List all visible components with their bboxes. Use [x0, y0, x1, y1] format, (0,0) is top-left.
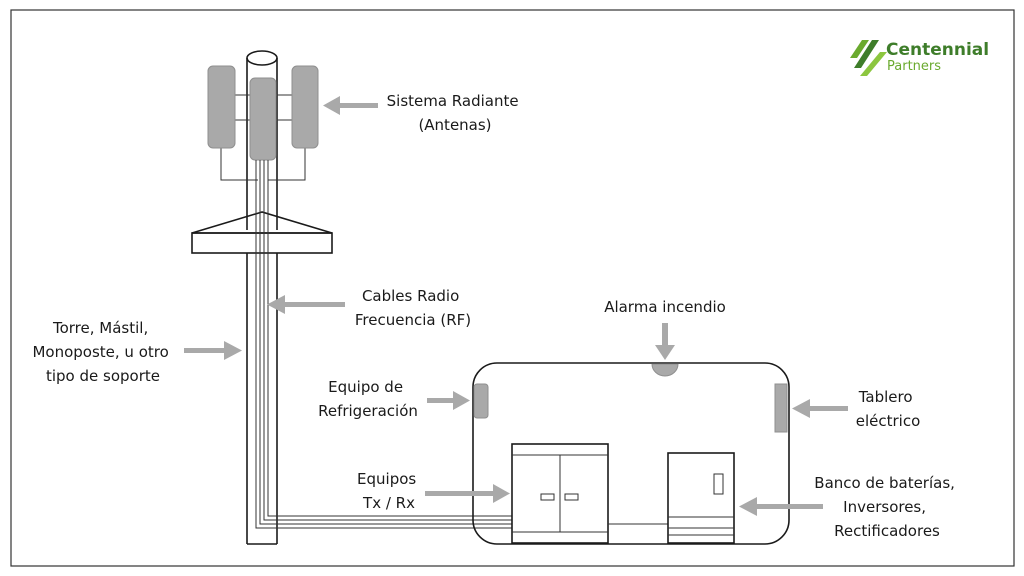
label-antennas-line1: Sistema Radiante	[387, 92, 519, 110]
battery-cabinet	[667, 452, 735, 544]
equipment-shelter	[472, 362, 790, 545]
arrow-cooling	[427, 391, 470, 410]
label-fire-alarm-line1: Alarma incendio	[604, 298, 726, 316]
txrx-cabinet	[511, 443, 609, 544]
antenna-center	[249, 77, 277, 161]
cooling-unit	[473, 383, 489, 419]
label-batteries-line2: Inversores,	[843, 498, 926, 516]
cabinet-handle-right	[564, 493, 579, 501]
arrow-fire-alarm	[655, 323, 675, 360]
logo-name: Centennial	[886, 40, 989, 60]
label-cooling: Equipo de Refrigeración	[318, 378, 418, 420]
electrical-panel	[774, 383, 788, 433]
logo-mark-icon	[850, 40, 887, 76]
centennial-partners-logo: Centennial Partners	[850, 40, 989, 76]
arrow-antennas	[323, 96, 378, 115]
label-panel-line2: eléctrico	[856, 412, 921, 430]
arrow-batteries	[739, 497, 823, 516]
label-rf-cables-line2: Frecuencia (RF)	[355, 311, 471, 329]
label-panel: Tablero eléctrico	[856, 388, 921, 430]
diagram-frame	[10, 9, 1015, 567]
cabinet-handle-left	[540, 493, 555, 501]
label-cooling-line2: Refrigeración	[318, 402, 418, 420]
logo-sub: Partners	[887, 59, 941, 74]
label-batteries: Banco de baterías, Inversores, Rectifica…	[814, 474, 959, 540]
antenna-right	[291, 65, 319, 149]
label-txrx: Equipos Tx / Rx	[357, 470, 421, 512]
arrow-panel	[792, 399, 848, 418]
label-rf-cables: Cables Radio Frecuencia (RF)	[355, 287, 471, 329]
label-panel-line1: Tablero	[858, 388, 913, 406]
antenna-brackets	[220, 94, 306, 181]
label-rf-cables-line1: Cables Radio	[362, 287, 459, 305]
label-tower-line1: Torre, Mástil,	[52, 319, 148, 337]
label-antennas: Sistema Radiante (Antenas)	[387, 92, 524, 134]
label-batteries-line3: Rectificadores	[834, 522, 940, 540]
battery-cabinet-display	[713, 473, 724, 495]
arrow-txrx	[425, 484, 510, 503]
fire-alarm-sensor	[651, 363, 679, 377]
label-fire-alarm: Alarma incendio	[604, 298, 726, 316]
shelter-outline	[472, 362, 790, 545]
label-txrx-line2: Tx / Rx	[362, 494, 415, 512]
platform	[191, 232, 333, 254]
arrows	[184, 96, 848, 516]
label-cooling-line1: Equipo de	[328, 378, 403, 396]
label-tower-line2: Monoposte, u otro	[32, 343, 168, 361]
label-tower: Torre, Mástil, Monoposte, u otro tipo de…	[32, 319, 173, 385]
platform-trapezoid	[191, 211, 333, 234]
label-batteries-line1: Banco de baterías,	[814, 474, 955, 492]
arrow-tower	[184, 341, 242, 360]
rf-cables	[255, 160, 512, 529]
antenna-left	[207, 65, 236, 149]
label-antennas-line2: (Antenas)	[418, 116, 491, 134]
label-tower-line3: tipo de soporte	[46, 367, 160, 385]
label-txrx-line1: Equipos	[357, 470, 416, 488]
arrow-rf-cables	[267, 295, 345, 314]
mast-top	[246, 50, 278, 66]
